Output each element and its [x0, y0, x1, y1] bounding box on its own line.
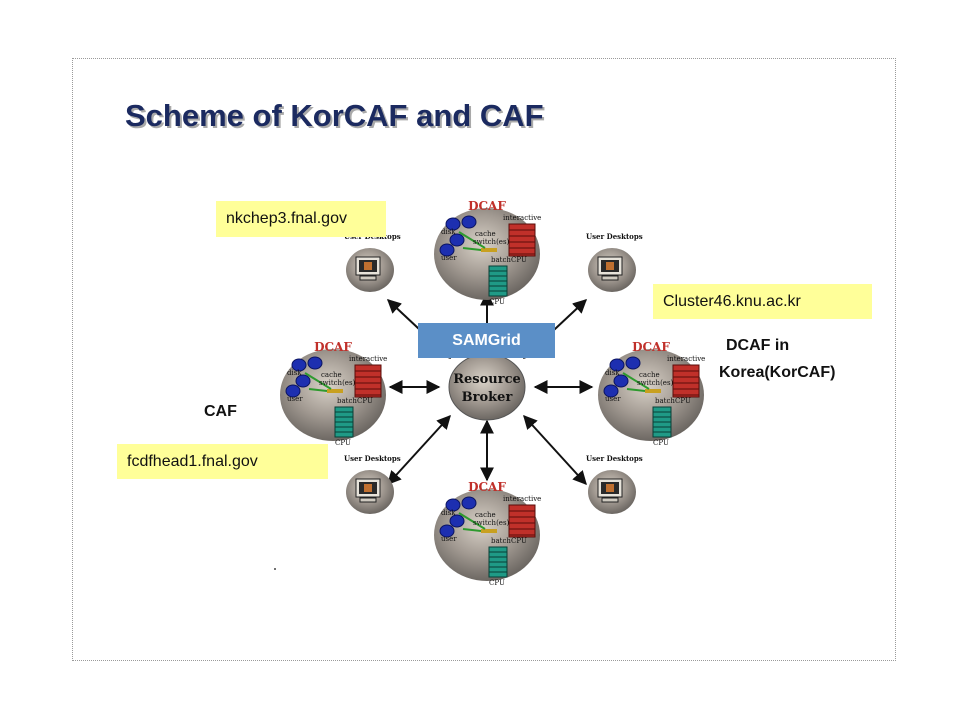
keyboard-icon	[359, 497, 377, 503]
slide-title: Scheme of KorCAF and CAF	[125, 98, 544, 133]
keyboard-icon	[359, 275, 377, 281]
arrow-7	[523, 414, 587, 486]
label-cpu-interactive: CPU	[357, 397, 373, 405]
label-interactive: interactive	[349, 355, 387, 363]
switch-icon	[481, 529, 497, 533]
label-cpu-interactive: CPU	[511, 256, 527, 264]
label-disk: disk	[287, 369, 302, 377]
label-user: user	[605, 395, 621, 403]
disk-icon	[439, 243, 455, 257]
keyboard-icon	[601, 497, 619, 503]
interactive-cpu-icon	[508, 223, 536, 257]
desktop-label: User Desktops	[586, 454, 643, 463]
switch-icon	[645, 389, 661, 393]
label-switches: switch(es)	[473, 238, 510, 246]
interactive-cpu-icon	[508, 504, 536, 538]
user-desktop-bottom-left: User Desktops	[344, 454, 401, 514]
user-desktop-top-right: User Desktops	[586, 232, 643, 292]
label-interactive: interactive	[503, 495, 541, 503]
label-disk: disk	[441, 509, 456, 517]
desktop-label: User Desktops	[586, 232, 643, 241]
label-nkchep3: nkchep3.fnal.gov	[216, 201, 386, 237]
disk-icon	[603, 384, 619, 398]
label-korea-korcaf: Korea(KorCAF)	[719, 364, 836, 381]
label-disk: disk	[605, 369, 620, 377]
disk-icon	[449, 514, 465, 528]
label-user: user	[441, 535, 457, 543]
disk-icon	[613, 374, 629, 388]
dot-mark	[274, 568, 276, 570]
label-switches: switch(es)	[637, 379, 674, 387]
screen-image	[606, 262, 614, 270]
label-dcaf-in: DCAF in	[726, 337, 790, 354]
screen-image	[364, 484, 372, 492]
label-cpu-interactive: CPU	[675, 397, 691, 405]
broker-label-2: Broker	[462, 390, 513, 405]
label-caf: CAF	[204, 403, 237, 420]
label-batch: batch	[337, 397, 357, 405]
disk-icon	[461, 496, 477, 510]
user-desktop-bottom-right: User Desktops	[586, 454, 643, 514]
label-cache: cache	[321, 371, 342, 379]
broker-label-1: Resource	[453, 372, 521, 387]
disk-icon	[445, 217, 461, 231]
label-cluster46: Cluster46.knu.ac.kr	[653, 284, 872, 319]
samgrid-label: SAMGrid	[418, 323, 555, 358]
disk-icon	[449, 233, 465, 247]
disk-icon	[461, 215, 477, 229]
disk-icon	[307, 356, 323, 370]
keyboard-icon	[601, 275, 619, 281]
disk-icon	[295, 374, 311, 388]
label-cpu-batch: CPU	[335, 439, 351, 447]
slide-frame	[72, 58, 896, 661]
label-cpu-batch: CPU	[489, 579, 505, 587]
dcaf-title: DCAF	[314, 340, 352, 354]
interactive-cpu-icon	[672, 364, 700, 398]
label-batch: batch	[491, 256, 511, 264]
disk-icon	[285, 384, 301, 398]
label-cpu-batch: CPU	[653, 439, 669, 447]
label-cpu-interactive: CPU	[511, 537, 527, 545]
label-cache: cache	[639, 371, 660, 379]
label-cpu-batch: CPU	[489, 298, 505, 306]
switch-icon	[327, 389, 343, 393]
label-user: user	[287, 395, 303, 403]
dcaf-title: DCAF	[468, 199, 506, 213]
interactive-cpu-icon	[354, 364, 382, 398]
label-batch: batch	[655, 397, 675, 405]
arrow-6	[387, 414, 451, 486]
disk-icon	[445, 498, 461, 512]
label-cache: cache	[475, 230, 496, 238]
label-batch: batch	[491, 537, 511, 545]
broker-globe	[448, 353, 526, 421]
dcaf-title: DCAF	[468, 480, 506, 494]
label-switches: switch(es)	[319, 379, 356, 387]
screen-image	[364, 262, 372, 270]
label-switches: switch(es)	[473, 519, 510, 527]
screen-image	[606, 484, 614, 492]
dcaf-title: DCAF	[632, 340, 670, 354]
label-interactive: interactive	[667, 355, 705, 363]
disk-icon	[291, 358, 307, 372]
label-user: user	[441, 254, 457, 262]
user-desktop-top-left: User Desktops	[344, 232, 401, 292]
label-cache: cache	[475, 511, 496, 519]
disk-icon	[625, 356, 641, 370]
label-fcdfhead1: fcdfhead1.fnal.gov	[117, 444, 328, 479]
label-disk: disk	[441, 228, 456, 236]
disk-icon	[609, 358, 625, 372]
label-interactive: interactive	[503, 214, 541, 222]
disk-icon	[439, 524, 455, 538]
desktop-label: User Desktops	[344, 454, 401, 463]
switch-icon	[481, 248, 497, 252]
